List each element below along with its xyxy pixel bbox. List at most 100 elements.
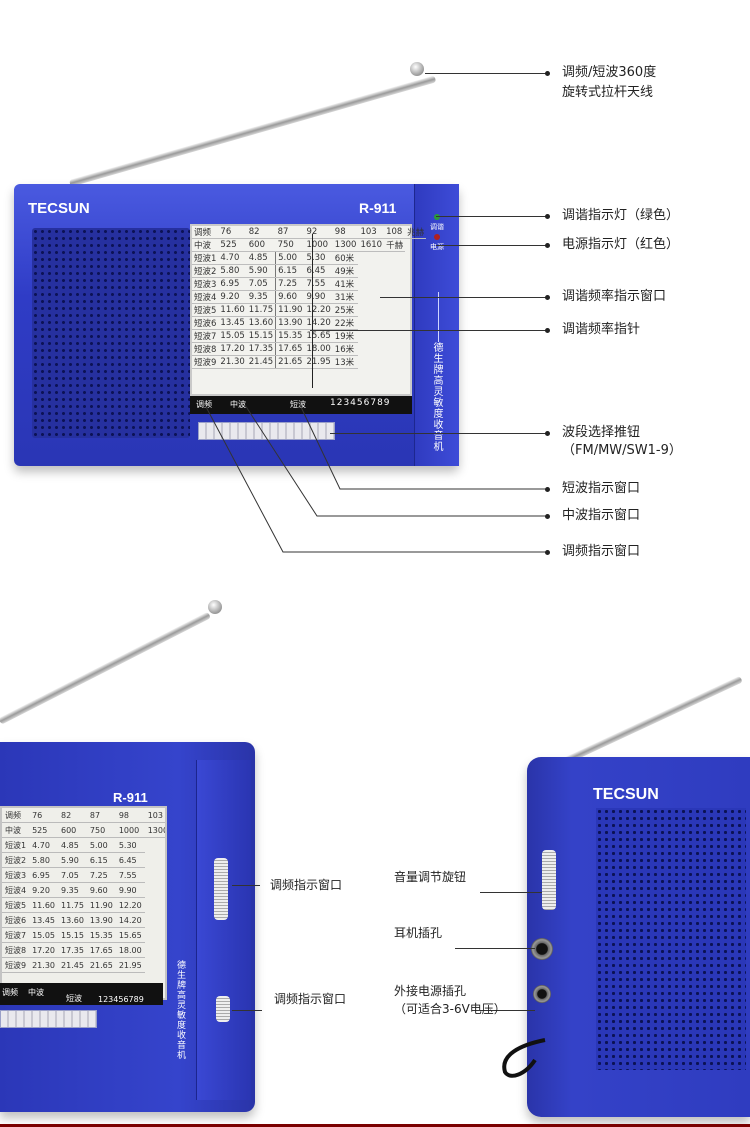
power-led-label: 电源 — [430, 243, 444, 251]
dial-cell: 短波2 — [192, 264, 219, 278]
model-label: R-911 — [359, 200, 397, 216]
dial-cell: 600 — [58, 822, 87, 838]
dial-cell: 17.65 — [275, 342, 305, 356]
dial-cell: 短波8 — [2, 942, 30, 958]
dial-cell: 103 — [358, 226, 385, 239]
dial-cell: 9.90 — [115, 882, 145, 898]
sw-band-numbers: 123456789 — [330, 398, 391, 408]
mw-indicator-label: 中波 — [28, 988, 44, 997]
dial-cell: 14.20 — [304, 316, 333, 330]
power-switch[interactable] — [216, 996, 230, 1022]
leader-earphone — [455, 948, 535, 949]
dial-cell: 9.20 — [218, 290, 247, 304]
leader-dot — [545, 328, 550, 333]
band-select-switch[interactable] — [198, 422, 335, 440]
footer-rule — [0, 1124, 750, 1127]
dial-cell: 6.15 — [275, 264, 305, 278]
dc-power-jack[interactable] — [533, 985, 551, 1003]
dial-scale: 调频76828798103108中波525600750100013001610短… — [2, 808, 165, 973]
volume-knob[interactable] — [542, 850, 556, 910]
dial-cell: 短波3 — [192, 277, 219, 291]
dial-cell: 87 — [86, 808, 116, 823]
dial-cell: 17.20 — [218, 342, 247, 356]
dial-cell: 21.45 — [246, 355, 277, 369]
dial-cell: 12.20 — [115, 897, 145, 913]
dial-cell: 7.05 — [58, 867, 87, 883]
dial-cell: 13米 — [332, 355, 359, 369]
dial-cell: 60米 — [332, 251, 359, 265]
dial-cell: 18.00 — [115, 942, 145, 958]
sw-indicator-label: 短波 — [66, 994, 82, 1003]
leader-volume — [480, 892, 542, 893]
dial-cell: 短波9 — [2, 957, 30, 973]
dial-cell: 短波6 — [192, 316, 219, 330]
speaker-grille — [596, 808, 746, 1070]
dial-cell: 15.35 — [86, 927, 116, 943]
callout-bl-top: 调频指示窗口 — [270, 878, 343, 892]
callout-antenna-2: 旋转式拉杆天线 — [562, 85, 654, 100]
leader-dot — [545, 71, 550, 76]
dial-cell: 7.25 — [86, 867, 116, 883]
leader-antenna — [425, 73, 547, 74]
brand-logo: TECSUN — [28, 200, 90, 217]
dial-cell: 12.20 — [304, 303, 333, 317]
model-label: R-911 — [113, 790, 148, 805]
dial-cell: 7.05 — [246, 277, 277, 291]
dial-cell: 22米 — [332, 316, 359, 330]
dial-cell: 5.00 — [86, 837, 116, 853]
dial-cell: 1610 — [358, 238, 385, 252]
dial-cell: 4.70 — [218, 251, 247, 265]
dial-cell: 6.95 — [218, 277, 247, 291]
dial-cell: 6.45 — [304, 264, 333, 278]
dial-band-row: 调频76828798103108 — [2, 808, 165, 823]
dial-cell: 4.85 — [58, 837, 87, 853]
band-select-switch[interactable] — [0, 1010, 97, 1028]
dial-cell: 调频 — [192, 226, 219, 239]
dial-cell: 5.90 — [58, 852, 87, 868]
leader-dot — [545, 514, 550, 519]
dial-cell: 19米 — [332, 329, 359, 343]
dial-cell: 15.35 — [275, 329, 305, 343]
dial-cell: 短波2 — [2, 852, 30, 868]
callout-dc-jack-1: 外接电源插孔 — [394, 984, 467, 998]
dial-cell: 21.30 — [218, 355, 247, 369]
dial-cell: 750 — [275, 238, 305, 252]
dial-cell: 1300 — [332, 238, 359, 252]
leader-dc-jack — [480, 1010, 535, 1011]
tuning-knob[interactable] — [214, 858, 228, 920]
dial-cell: 13.60 — [246, 316, 277, 330]
callout-needle: 调谐频率指针 — [562, 322, 641, 337]
dial-cell: 1300 — [144, 822, 165, 838]
dial-cell: 短波6 — [2, 912, 30, 928]
dial-cell: 13.90 — [86, 912, 116, 928]
dial-cell: 25米 — [332, 303, 359, 317]
power-led — [434, 234, 440, 240]
dial-cell: 5.80 — [218, 264, 247, 278]
earphone-jack[interactable] — [531, 938, 553, 960]
dial-cell: 21.95 — [115, 957, 145, 973]
callout-mw-window: 中波指示窗口 — [562, 508, 641, 523]
leader-freq-window — [380, 297, 547, 298]
dial-cell: 1000 — [304, 238, 333, 252]
dial-cell: 11.90 — [275, 303, 305, 317]
antenna-rod — [0, 611, 211, 725]
side-divider — [438, 292, 439, 342]
brand-logo: TECSUN — [593, 786, 659, 803]
dial-cell: 短波1 — [2, 837, 30, 853]
callout-bl-bottom: 调频指示窗口 — [274, 992, 347, 1006]
dial-cell: 兆赫 — [405, 226, 427, 239]
dial-cell: 千赫 — [384, 238, 406, 252]
dial-cell: 92 — [304, 226, 333, 239]
dial-cell: 11.60 — [29, 897, 58, 913]
mw-indicator-label: 中波 — [230, 400, 246, 409]
callout-band-switch-2: （FM/MW/SW1-9） — [562, 443, 682, 458]
dial-cell: 76 — [29, 808, 58, 823]
dial-cell: 31米 — [332, 290, 359, 304]
